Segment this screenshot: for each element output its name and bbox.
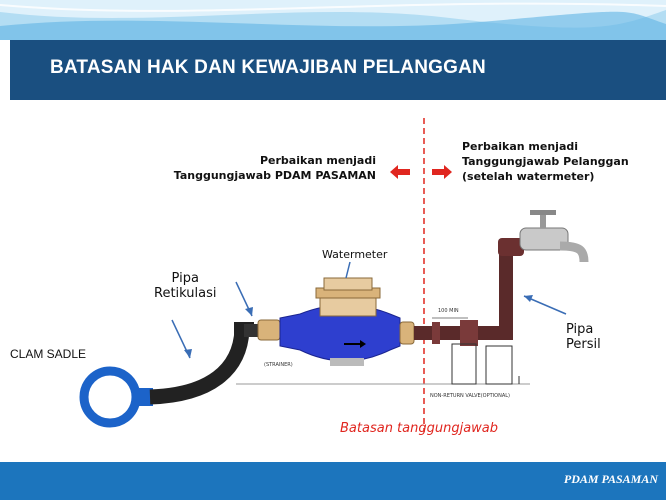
right-note: Perbaikan menjadi Tanggungjawab Pelangga…: [462, 139, 629, 184]
pointer-arrow-coupling: [235, 281, 253, 317]
right-note-line1: Perbaikan menjadi: [462, 140, 579, 153]
pipa-persil-label: Pipa Persil: [566, 322, 601, 352]
clam-sadle-label: CLAM SADLE: [10, 347, 87, 361]
left-note-line1: Perbaikan menjadi: [259, 154, 376, 167]
water-connection-diagram: [79, 118, 589, 432]
dim-label: 100 MIN: [438, 308, 459, 314]
faucet: [519, 210, 589, 263]
header-wave-band: [0, 0, 666, 40]
right-note-line2: Tanggungjawab Pelanggan: [462, 155, 629, 168]
pointer-arrow-persil: [523, 295, 567, 315]
page-title: BATASAN HAK DAN KEWAJIBAN PELANGGAN: [50, 57, 486, 78]
watermeter-body: [279, 277, 401, 366]
pipa-retikulasi-label: Pipa Retikulasi: [154, 271, 217, 301]
pointer-arrow-watermeter: [345, 261, 351, 279]
pipa-retikulasi-line2: Retikulasi: [154, 286, 217, 301]
right-note-line3: (setelah watermeter): [462, 170, 595, 183]
footer-brand: PDAM PASAMAN: [563, 472, 658, 486]
footer-bar: PDAM PASAMAN: [0, 462, 666, 500]
inlet-coupling: [257, 319, 281, 341]
boundary-label: Batasan tanggungjawab: [340, 421, 499, 436]
strainer-label: (STRAINER): [264, 362, 293, 368]
pipa-persil-pipe: [414, 238, 524, 346]
left-note: Perbaikan menjadi Tanggungjawab PDAM PAS…: [174, 153, 376, 183]
pipa-retikulasi-pipe: [149, 329, 250, 405]
pipa-persil-line2: Persil: [566, 337, 601, 352]
outlet-coupling: [399, 321, 415, 345]
title-tab-notch: [50, 100, 74, 108]
pipa-persil-line1: Pipa: [566, 322, 594, 337]
pointer-arrow-retikulasi: [171, 319, 192, 359]
left-red-arrow: [390, 165, 410, 179]
right-red-arrow: [432, 165, 452, 179]
left-note-line2: Tanggungjawab PDAM PASAMAN: [173, 169, 376, 182]
title-bar: BATASAN HAK DAN KEWAJIBAN PELANGGAN: [10, 40, 666, 108]
clam-sadle-ring: [79, 366, 153, 428]
valve-stand: [451, 343, 520, 385]
pipa-retikulasi-line1: Pipa: [171, 271, 199, 286]
watermeter-label: Watermeter: [322, 248, 388, 261]
valve-label: NON-RETURN VALVE(OPTIONAL): [430, 393, 510, 399]
